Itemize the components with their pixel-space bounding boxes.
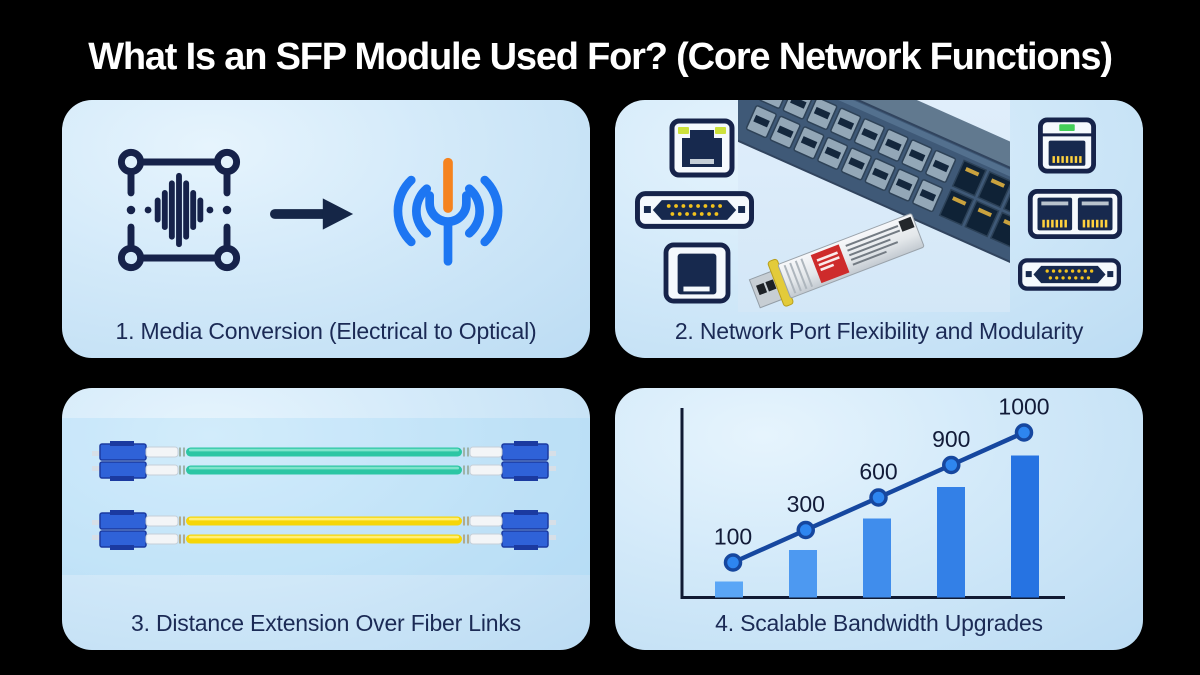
- panel-caption: 3. Distance Extension Over Fiber Links: [131, 610, 521, 636]
- chart-point-label: 300: [787, 491, 825, 517]
- chart-bar: [863, 518, 891, 598]
- chart-bars: [715, 455, 1039, 598]
- chart-marker: [723, 553, 743, 572]
- panel-caption: 1. Media Conversion (Electrical to Optic…: [115, 318, 537, 344]
- chart-marker: [1014, 423, 1034, 442]
- bandwidth-chart: 100 300 600 900 1000: [680, 394, 1065, 599]
- sfp-module-photo: [748, 213, 925, 309]
- db15-connector-icon: [635, 191, 754, 229]
- usb-b-port-icon: [663, 242, 731, 304]
- chart-bar: [937, 487, 965, 598]
- network-switch-photo: [713, 100, 1107, 309]
- panel-caption: 4. Scalable Bandwidth Upgrades: [715, 610, 1043, 636]
- rj45-port-icon: [669, 118, 735, 178]
- panel-bandwidth-upgrades: 100 300 600 900 1000 4. Scalable Bandwidth U…: [615, 388, 1143, 650]
- chart-point-label: 100: [714, 524, 752, 550]
- chart-marker: [942, 455, 961, 475]
- chart-line-group: 100 300 600 900 1000: [714, 394, 1050, 572]
- ethernet-led-port-icon: [1038, 117, 1096, 174]
- fiber-cable-yellow: [92, 510, 556, 550]
- electrical-signal-icon: [117, 148, 241, 272]
- fiber-cable-teal: [92, 441, 556, 481]
- chart-point-label: 600: [859, 459, 897, 485]
- panel-distance-extension: 3. Distance Extension Over Fiber Links: [62, 388, 590, 650]
- chart-marker: [869, 488, 888, 507]
- page-title: What Is an SFP Module Used For? (Core Ne…: [88, 36, 1113, 78]
- sfp-and-switch-photo: [713, 100, 1107, 312]
- chart-point-label: 900: [932, 426, 970, 452]
- db15-connector-icon: [1018, 258, 1121, 291]
- optical-transmitter-icon: [393, 157, 503, 266]
- conversion-arrow-icon: [270, 198, 354, 230]
- chart-bar: [789, 550, 817, 598]
- dual-rj45-port-icon: [1027, 189, 1123, 239]
- panel-media-conversion: 1. Media Conversion (Electrical to Optic…: [62, 100, 590, 358]
- panel-port-flexibility: 2. Network Port Flexibility and Modulari…: [615, 100, 1143, 358]
- chart-point-label: 1000: [998, 394, 1049, 420]
- chart-bar: [715, 581, 743, 598]
- panel-caption: 2. Network Port Flexibility and Modulari…: [674, 318, 1084, 344]
- chart-bar: [1011, 455, 1039, 598]
- chart-marker: [796, 520, 815, 540]
